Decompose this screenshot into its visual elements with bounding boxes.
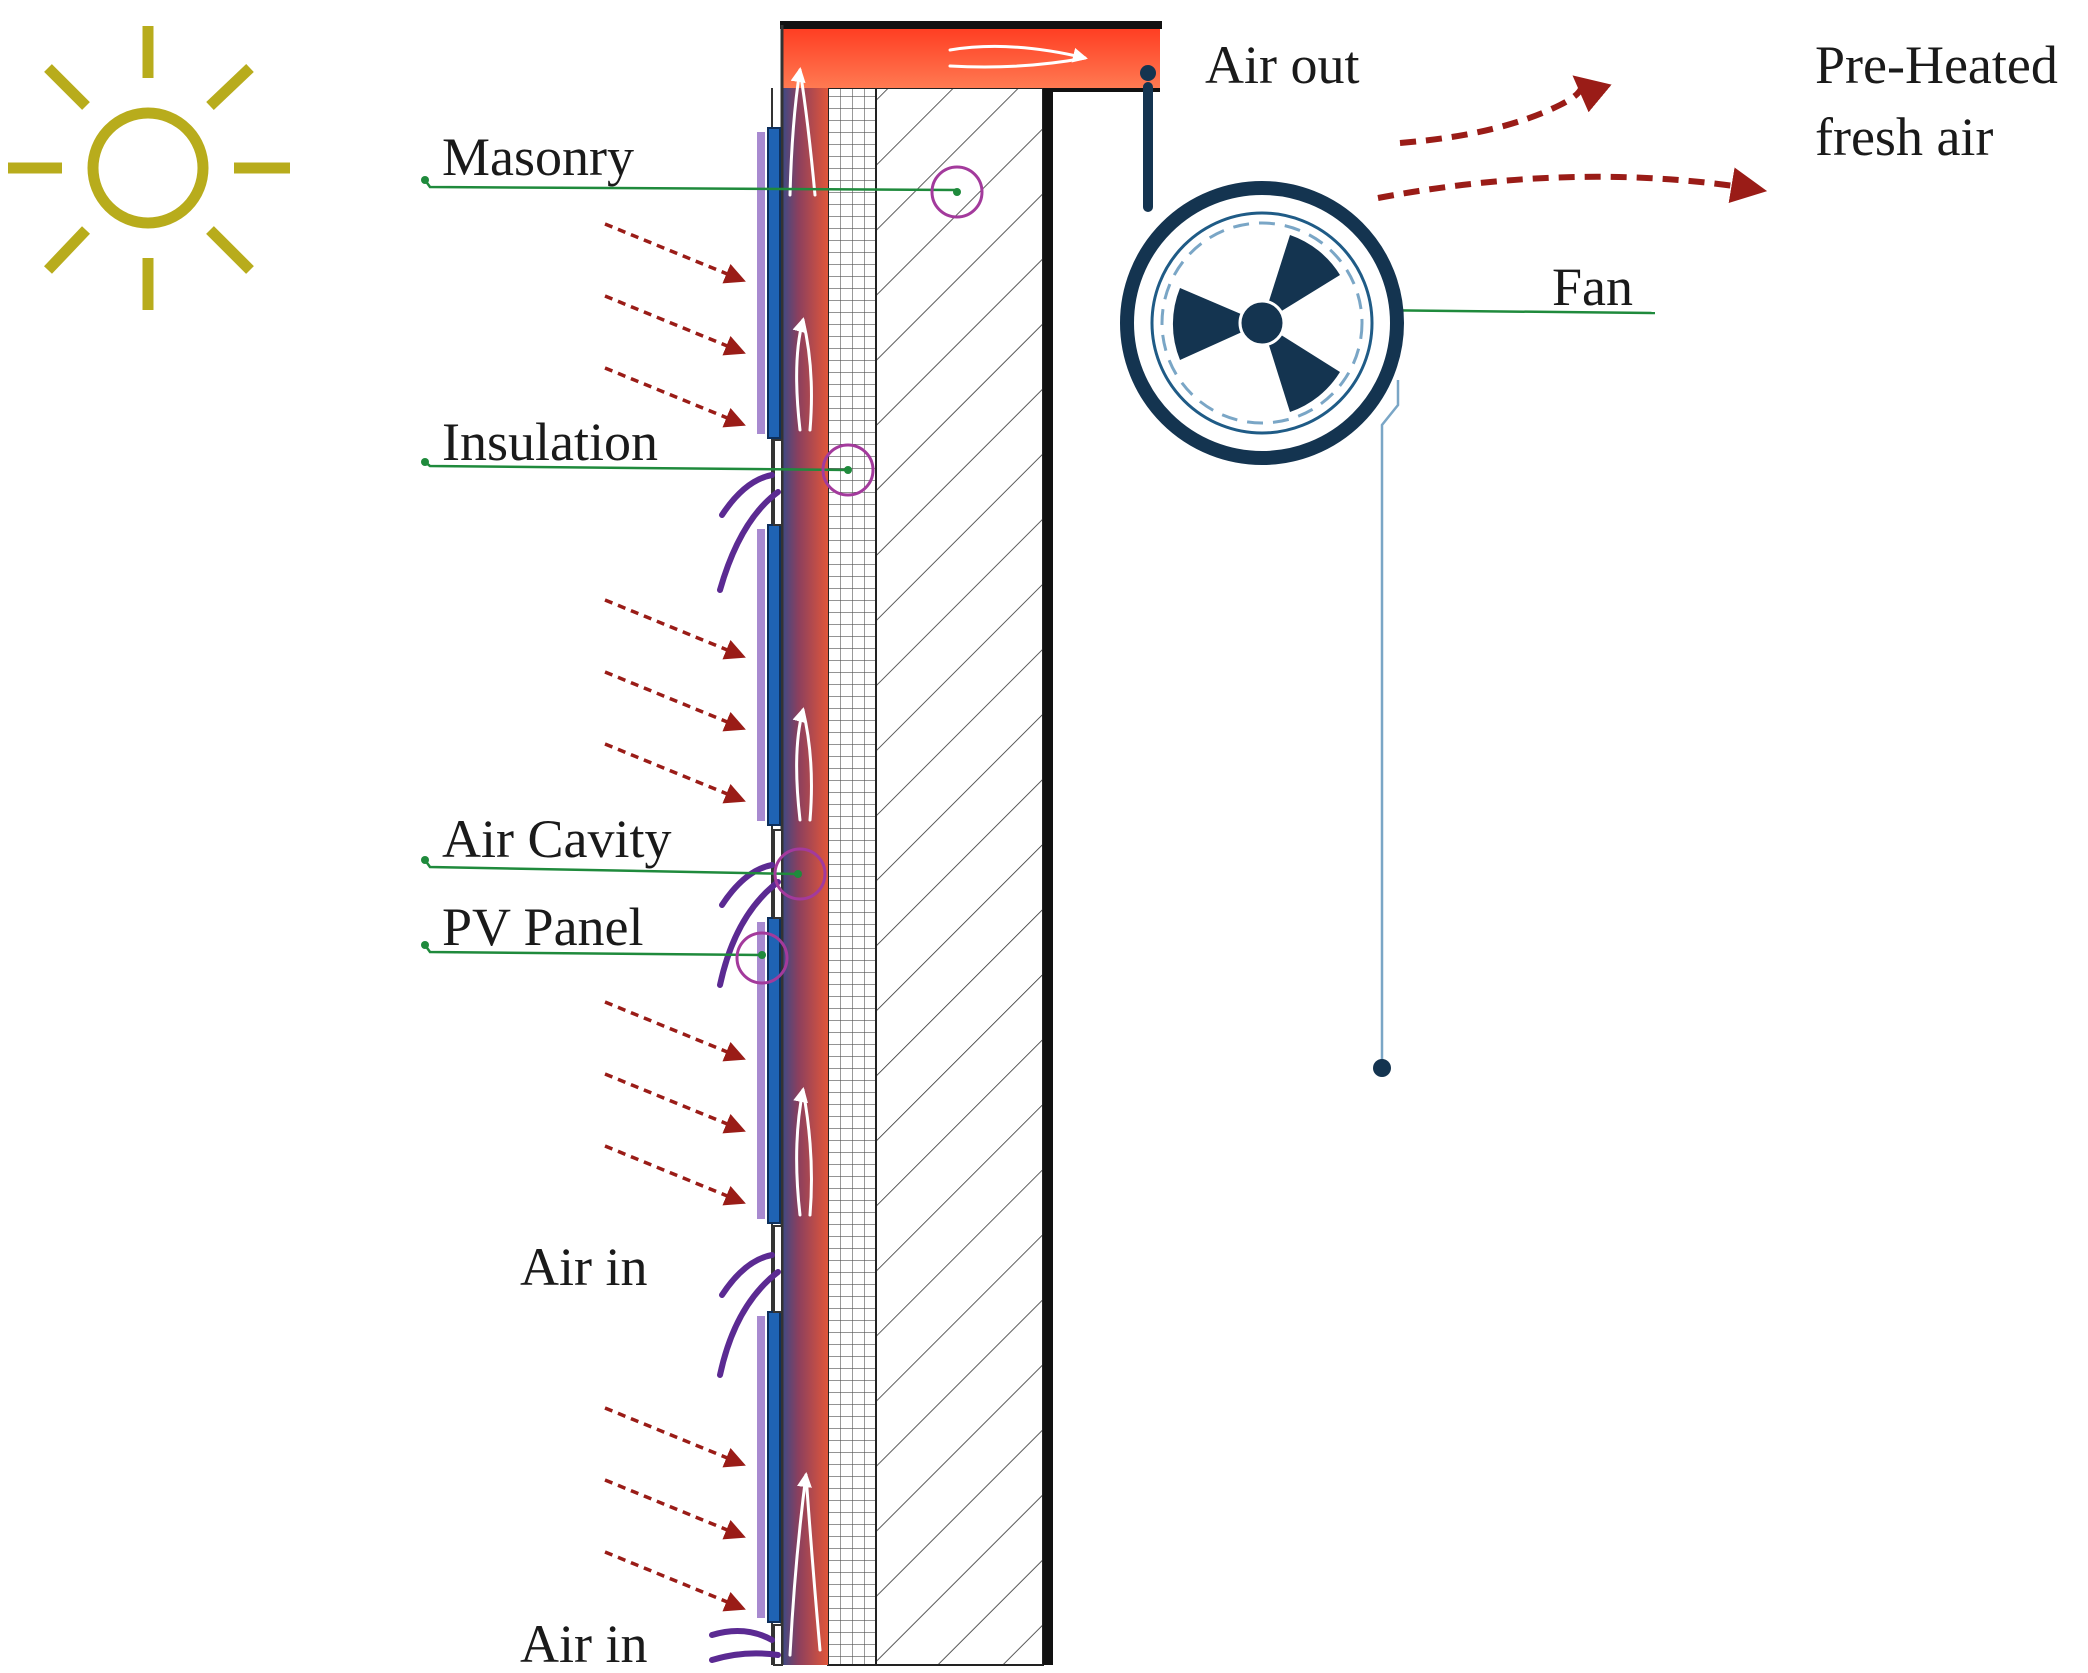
preheated-label-line2: fresh air	[1815, 107, 1993, 167]
air-cavity-label: Air Cavity	[442, 809, 671, 869]
damper-rod	[1140, 65, 1156, 212]
pv-panel	[757, 917, 781, 1224]
callout-circles	[735, 165, 984, 985]
air-out-label: Air out	[1205, 35, 1360, 95]
fan-control-cable	[1373, 380, 1400, 1077]
sun-icon	[8, 26, 290, 310]
inlet-airflows	[709, 472, 781, 1663]
preheated-label-line1: Pre-Heated	[1815, 35, 2058, 95]
pv-panel-label: PV Panel	[442, 897, 644, 957]
masonry-layer	[875, 87, 1044, 1666]
pv-panel	[757, 127, 781, 439]
insulation-label: Insulation	[442, 412, 658, 472]
air-in-label-upper: Air in	[520, 1237, 648, 1297]
air-in-label-lower: Air in	[520, 1614, 648, 1673]
exhaust-duct	[782, 28, 1160, 88]
solar-radiation-arrows	[604, 222, 746, 1612]
wall-section	[771, 21, 1162, 1666]
preheated-air-arrows	[1377, 75, 1768, 204]
fan-label: Fan	[1552, 257, 1633, 317]
cavity-airflow-arrows	[788, 44, 1088, 1657]
insulation-layer	[827, 87, 877, 1666]
fan-icon	[1120, 181, 1404, 465]
leader-endpoints	[421, 176, 961, 959]
pv-panel	[757, 1311, 781, 1623]
pv-panel	[757, 524, 781, 826]
air-cavity-layer	[782, 42, 828, 1665]
masonry-label: Masonry	[442, 127, 634, 187]
